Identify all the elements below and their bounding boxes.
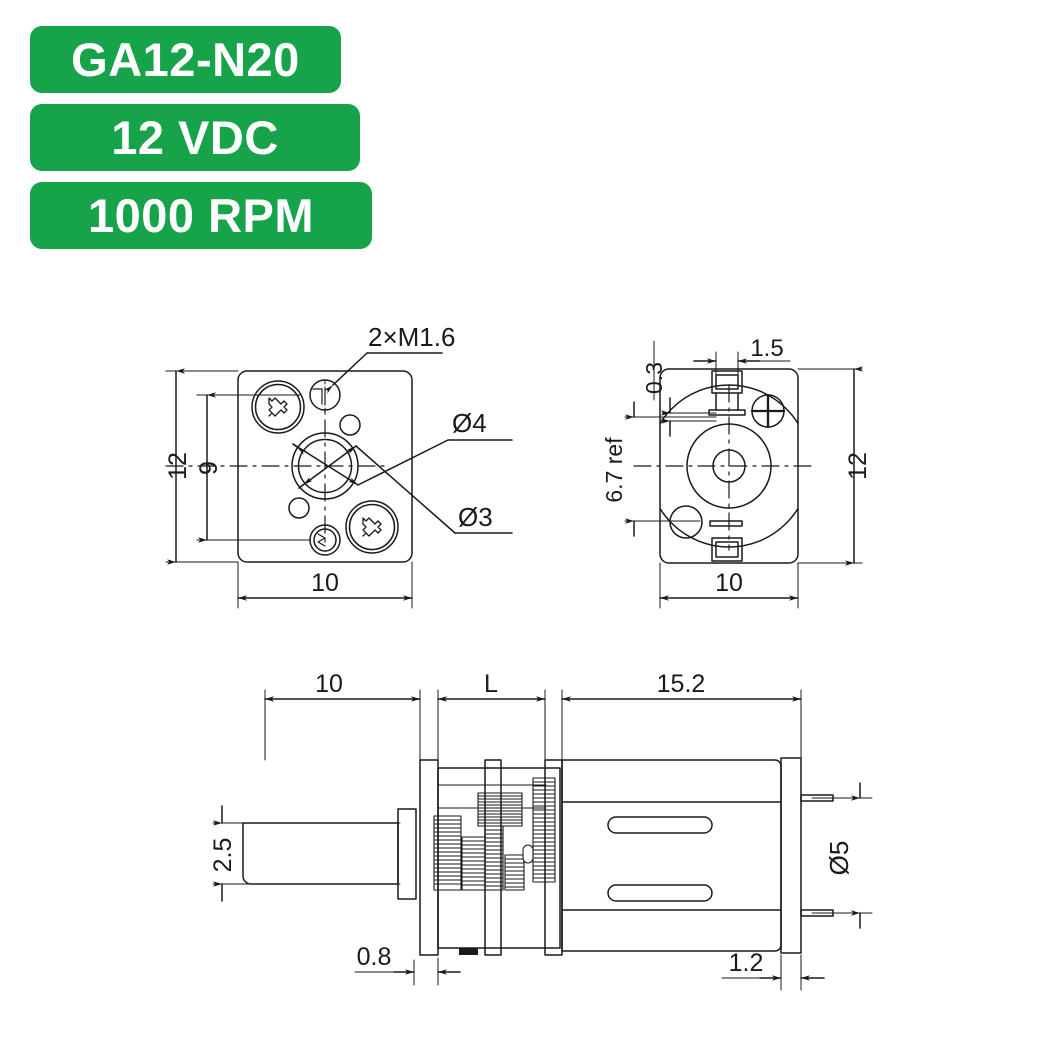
rear-dim-12 [797,366,863,566]
front-dim-9 [196,392,311,543]
rear-terminal-tab-top [708,370,746,416]
side-dim-L-label: L [484,670,498,698]
rear-dim-1_5-label: 1.5 [750,335,783,362]
side-dim-dia5 [811,782,873,929]
front-screw-lower-right [345,500,399,554]
rear-dim-6_7-ref-label: 6.7 ref [601,437,627,503]
front-plain-hole-upper-right [339,414,361,436]
front-leader-thread [324,352,443,394]
rear-plain-hole [669,505,703,539]
side-gear-train [433,777,556,891]
front-dia4-label: Ø4 [452,408,487,438]
front-thread-hole-top [309,379,341,411]
rear-dim-12-label: 12 [844,452,872,480]
front-dim-10-label: 10 [311,569,339,597]
side-motor-vent-slot-lower [607,884,713,902]
rear-screw-top-right [750,393,786,429]
badge-model-label: GA12-N20 [71,33,300,86]
front-screw-upper-left [251,380,305,434]
side-dim-0_8-label: 0.8 [357,943,392,971]
side-dim-10-label: 10 [315,670,343,698]
side-motor-body [561,757,802,954]
front-leader-dia4 [292,439,513,486]
front-dim-10 [237,561,413,609]
side-motor-vent-slot-upper [607,816,713,834]
side-dim-2_5-label: 2.5 [209,838,237,873]
side-output-shaft [242,822,399,885]
rear-dim-0_3 [653,340,717,437]
front-boss-outer-circle [291,432,359,500]
side-dim-1_2 [721,954,825,991]
spec-badge-group: GA12-N20 12 VDC 1000 RPM [30,26,372,249]
rear-terminal-tab-bottom [709,520,743,562]
front-leader-dia3 [298,445,513,534]
front-dim-12-label: 12 [164,452,192,480]
side-assembly-view [212,689,873,991]
rear-dim-0_3-label: 0.3 [641,362,667,394]
rear-bearing-outer-circle [686,423,772,509]
rear-dim-6_7-ref [624,401,717,537]
front-dim-12 [165,368,239,565]
front-plain-hole-lower-left [288,497,310,519]
front-bore-circle [297,438,353,494]
side-dim-1_2-label: 1.2 [729,949,764,977]
rear-view [624,340,863,609]
badge-voltage: 12 VDC [30,104,360,171]
side-dim-2_5 [212,805,401,902]
badge-speed: 1000 RPM [30,182,372,249]
front-view [165,352,513,609]
rear-shaft-circle [712,449,746,483]
side-dim-15_2-label: 15.2 [657,670,706,698]
rear-centerlines [633,384,813,551]
side-dim-0_8 [354,957,461,986]
front-thread-callout-label: 2×M1.6 [368,322,455,352]
front-dia3-label: Ø3 [458,502,493,532]
rear-dim-10 [659,562,799,609]
badge-speed-label: 1000 RPM [87,189,315,242]
side-dim-dia5-label: Ø5 [824,841,854,876]
side-dim-chain-top [264,689,802,769]
side-shaft-collar [397,808,417,900]
badge-voltage-label: 12 VDC [111,111,279,164]
front-dim-9-label: 9 [195,461,223,475]
rear-dim-1_5 [693,351,791,376]
rear-dim-10-label: 10 [715,569,743,597]
badge-model: GA12-N20 [30,26,341,93]
